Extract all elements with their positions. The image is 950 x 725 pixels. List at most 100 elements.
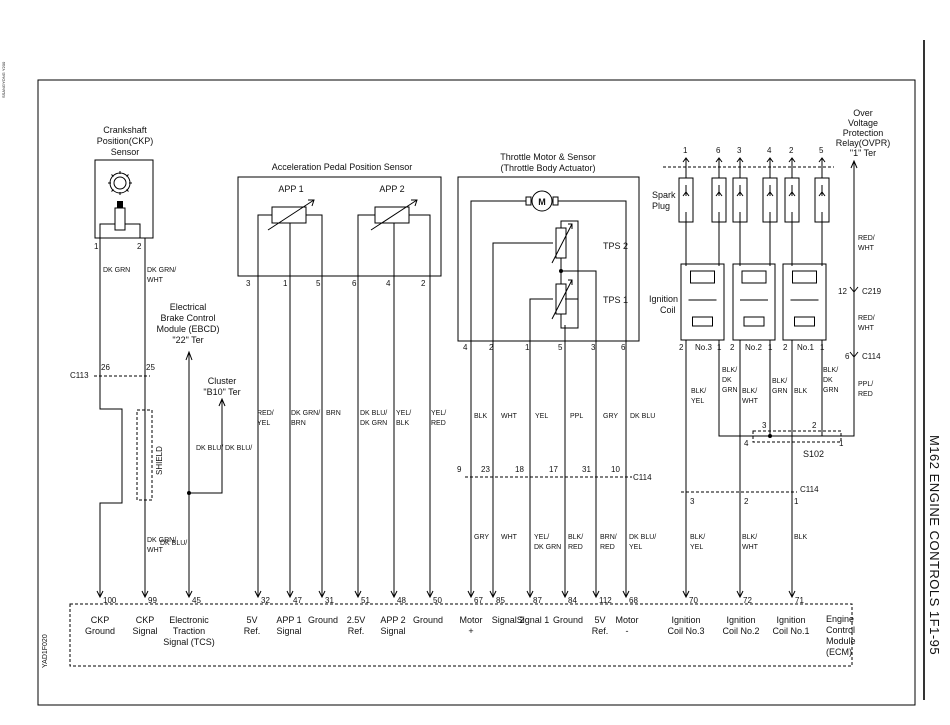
ecm-pin-31: 31: [325, 596, 334, 605]
ecm-terminal: Motor+: [459, 615, 482, 636]
throttle-pin-2: 2: [489, 343, 494, 352]
wire-ovpr-2b: WHT: [858, 325, 875, 332]
ecm-terminal-line: +: [468, 626, 473, 636]
wire-app-6a: YEL/: [431, 410, 446, 417]
ecm-pin-99: 99: [148, 596, 157, 605]
ecm-pin-84: 84: [568, 596, 577, 605]
c114-ovpr-pin: 6: [845, 352, 850, 361]
cluster-label-1: Cluster: [208, 376, 237, 386]
wire-coilb-2b: WHT: [742, 544, 759, 551]
coil-pin-c: 2: [730, 343, 735, 352]
wire-thr-4: PPL: [570, 413, 583, 420]
app-wires: [257, 276, 431, 596]
wire-thrb-2: WHT: [501, 534, 518, 541]
wire-thr-1: BLK: [474, 413, 488, 420]
ecm-terminal-line: Ref.: [592, 626, 609, 636]
c114-ovpr-name: C114: [862, 352, 881, 361]
c113-pin-26: 26: [101, 363, 110, 372]
ecm-terminal-line: CKP: [91, 615, 110, 625]
ecm-terminal-line: Signal: [132, 626, 157, 636]
motor-label: M: [538, 197, 546, 207]
throttle-pin-3: 3: [591, 343, 596, 352]
wire-ebcd: DK BLU/: [196, 445, 223, 452]
wire-ckp-bottom-a: DK GRN/: [147, 537, 176, 544]
ovpr-label-3: Protection: [843, 128, 884, 138]
ckp-label-3: Sensor: [111, 147, 140, 157]
wire-app-5b: BLK: [396, 420, 410, 427]
wire-coil-4a: BLK/: [772, 378, 787, 385]
ignition-coil-box: [782, 263, 827, 341]
cluster-block: Cluster "B10" Ter: [203, 376, 240, 397]
cluster-wire: [189, 400, 223, 494]
ovpr-label-4: Relay(OVPR): [836, 138, 891, 148]
spark-plug-3: 3: [732, 146, 748, 266]
ecm-label-3: Module: [826, 636, 856, 646]
wire-ckp-bottom-b: WHT: [147, 547, 164, 554]
wire-coilb-1b: YEL: [690, 544, 703, 551]
wire-ebcd-bottom: DK BLU/: [160, 540, 187, 547]
cluster-label-2: "B10" Ter: [203, 387, 240, 397]
ckp-pin-2: 2: [137, 242, 142, 251]
wire-coil-2c: GRN: [722, 387, 738, 394]
throttle-title-1: Throttle Motor & Sensor: [500, 152, 596, 162]
ecm-terminal-line: Ground: [85, 626, 115, 636]
ecm-terminal-line: Ignition: [726, 615, 755, 625]
ecm-pin-50: 50: [433, 596, 442, 605]
ecm-terminal: Ground: [553, 615, 583, 625]
wire-thr-6: DK BLU: [630, 413, 655, 420]
ecm-pin-51: 51: [361, 596, 370, 605]
ecm-terminal: Signal 2: [492, 615, 525, 625]
coil-no3: No.3: [695, 343, 712, 352]
ecm-terminal-line: Ref.: [244, 626, 261, 636]
app-pin-3: 3: [246, 279, 251, 288]
wire-ovpr-1a: RED/: [858, 235, 875, 242]
c114a-name: C114: [633, 473, 652, 482]
wire-app-2a: DK GRN/: [291, 410, 320, 417]
ign-coil-label-2: Coil: [660, 305, 676, 315]
ecm-terminals: CKPGroundCKPSignalElectronicTractionSign…: [85, 615, 810, 647]
wire-thrb-4b: RED: [568, 544, 583, 551]
ecm-terminal-line: Ground: [413, 615, 443, 625]
ecm-terminal-line: Motor: [459, 615, 482, 625]
wire-app-3: BRN: [326, 410, 341, 417]
c114a-pin-31: 31: [582, 465, 591, 474]
spark-plug-2: 2: [784, 146, 800, 266]
ecm-terminal-line: Signal: [380, 626, 405, 636]
c113-name: C113: [70, 371, 89, 380]
ecm-terminal-line: Electronic: [169, 615, 209, 625]
ecm-terminal-line: Coil No.3: [667, 626, 704, 636]
ckp-ground-wire: [99, 238, 123, 596]
ecm-pin-48: 48: [397, 596, 406, 605]
throttle-wires: [470, 341, 627, 596]
wire-app-6b: RED: [431, 420, 446, 427]
s102-pin-1: 1: [839, 439, 844, 448]
ecm-terminal-line: 2.5V: [347, 615, 366, 625]
wire-ckp-2a: DK GRN/: [147, 267, 176, 274]
c114a-pin-9: 9: [457, 465, 462, 474]
ecm-label-2: Control: [826, 625, 855, 635]
wire-coil-2b: DK: [722, 377, 732, 384]
ecm-terminal: Ground: [413, 615, 443, 625]
tps1-label: TPS 1: [603, 295, 628, 305]
ecm-terminal-line: Signal 2: [492, 615, 525, 625]
throttle-pin-6: 6: [621, 343, 626, 352]
wire-thrb-3b: DK GRN: [534, 544, 561, 551]
ebcd-label-2: Brake Control: [160, 313, 215, 323]
wire-app-2b: BRN: [291, 420, 306, 427]
ebcd-label-1: Electrical: [170, 302, 207, 312]
ecm-pin-67: 67: [474, 596, 483, 605]
app1-label: APP 1: [278, 184, 303, 194]
c219-name: C219: [862, 287, 882, 296]
ecm-pin-68: 68: [629, 596, 638, 605]
c114a-pin-23: 23: [481, 465, 490, 474]
c114a-pin-17: 17: [549, 465, 558, 474]
ckp-sensor: Crankshaft Position(CKP) Sensor 1 2: [94, 125, 154, 251]
wire-thrb-6b: YEL: [629, 544, 642, 551]
app-title: Acceleration Pedal Position Sensor: [272, 162, 413, 172]
ecm-label-4: (ECM): [826, 647, 852, 657]
gear-icon: [108, 171, 132, 195]
